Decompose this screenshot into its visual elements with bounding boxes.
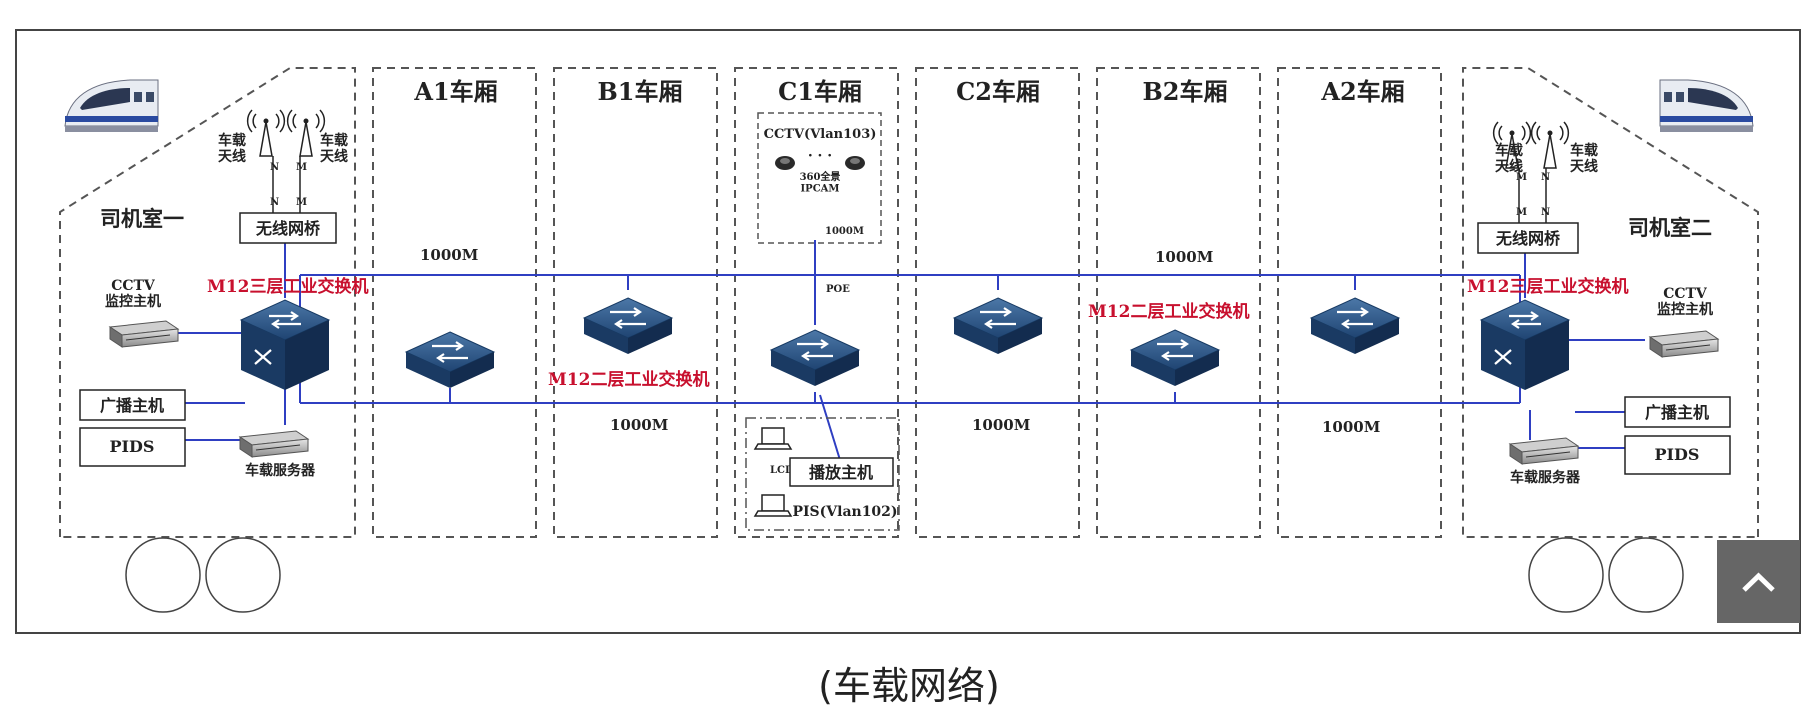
port-label: M <box>296 197 307 208</box>
train-outline <box>15 29 1801 634</box>
onboard-server-right <box>1509 437 1579 465</box>
cctv-vlan-label: CCTV(Vlan103) <box>764 127 877 142</box>
speed-label: 1000M <box>420 246 478 264</box>
pids-right <box>1624 435 1731 475</box>
l2-switch-c2 <box>952 296 1044 356</box>
wheel-icon <box>125 537 201 613</box>
cctv-group-box <box>757 112 882 244</box>
playback-host-label: 播放主机 <box>809 463 873 482</box>
wireless-bridge-right <box>1477 222 1579 254</box>
pis-group-box <box>745 417 900 531</box>
port-label: N <box>270 197 279 208</box>
antenna-icon <box>246 109 286 157</box>
wheel-icon <box>1608 537 1684 613</box>
cab-label-left: 司机室一 <box>100 206 184 231</box>
car-box-c2 <box>915 67 1080 538</box>
speed-label: 1000M <box>1155 248 1213 266</box>
car-box-c1 <box>734 67 899 538</box>
speed-label: 1000M <box>972 416 1030 434</box>
broadcast-host-left <box>79 389 186 421</box>
camera-icon <box>775 156 795 170</box>
port-label: M <box>296 162 307 173</box>
laptop-icon <box>754 427 792 450</box>
car-label-b2: B2车厢 <box>1143 77 1228 106</box>
l2-switch-b1 <box>582 296 674 356</box>
wheel-icon <box>205 537 281 613</box>
car-box-a2 <box>1277 67 1442 538</box>
antenna-label: 车载天线 <box>320 132 348 165</box>
laptop-icon <box>754 494 792 517</box>
car-label-a1: A1车厢 <box>413 77 497 106</box>
antenna-label: 车载天线 <box>1495 142 1523 175</box>
l3-switch-label-left: M12三层工业交换机 <box>207 276 368 297</box>
train-icon-right <box>1659 79 1754 133</box>
chevron-up-icon <box>1742 572 1775 592</box>
camera-icon <box>845 156 865 170</box>
left-cab-outline <box>59 67 356 538</box>
pids-label: PIDS <box>1655 445 1700 464</box>
wheel-icon <box>1528 537 1604 613</box>
car-label-a2: A2车厢 <box>1320 77 1404 106</box>
lcd-label: LCD <box>770 465 794 476</box>
onboard-server-label: 车载服务器 <box>245 462 316 479</box>
car-box-b2 <box>1096 67 1261 538</box>
port-label: M <box>1516 207 1527 218</box>
broadcast-host-right <box>1624 396 1731 428</box>
antenna-icon <box>286 109 326 157</box>
right-cab-outline <box>1462 67 1759 538</box>
l2-switch-label: M12二层工业交换机 <box>1088 301 1249 322</box>
pis-vlan-label: PIS(Vlan102) <box>792 504 897 520</box>
onboard-server-left <box>239 430 309 458</box>
camera-dots: · · · <box>808 148 832 164</box>
car-box-a1 <box>372 67 537 538</box>
l3-switch-right <box>1479 298 1571 392</box>
antenna-icon <box>1530 121 1570 169</box>
wireless-bridge-label: 无线网桥 <box>1495 229 1561 248</box>
cab-label-right: 司机室二 <box>1628 215 1712 240</box>
wireless-bridge-label: 无线网桥 <box>255 219 321 238</box>
antenna-label: 车载天线 <box>1570 142 1598 175</box>
car-box-b1 <box>553 67 718 538</box>
poe-label: POE <box>826 284 850 295</box>
speed-label: 1000M <box>1322 418 1380 436</box>
scroll-to-top-button[interactable] <box>1717 540 1800 623</box>
wireless-bridge-left <box>239 212 337 244</box>
l3-switch-left <box>239 298 331 392</box>
pids-left <box>79 427 186 467</box>
broadcast-host-label: 广播主机 <box>100 396 164 415</box>
cctv-host-right <box>1649 330 1719 358</box>
car-label-c1: C1车厢 <box>778 77 862 106</box>
playback-host <box>789 457 894 487</box>
car-label-b1: B1车厢 <box>598 77 683 106</box>
figure-caption: (车载网络) <box>818 664 1000 708</box>
broadcast-host-label: 广播主机 <box>1645 403 1709 422</box>
l2-switch-a1 <box>404 330 496 390</box>
speed-label-small: 1000M <box>825 226 864 237</box>
antenna-label: 车载天线 <box>218 132 246 165</box>
car-label-c2: C2车厢 <box>956 77 1040 106</box>
port-label: M <box>1516 172 1527 183</box>
onboard-server-label: 车载服务器 <box>1510 469 1581 486</box>
pids-label: PIDS <box>110 437 155 456</box>
port-label: N <box>270 162 279 173</box>
ring-links <box>175 240 1645 461</box>
l2-switch-label: M12二层工业交换机 <box>548 369 709 390</box>
l2-switch-c1 <box>769 328 861 388</box>
l2-switch-a2 <box>1309 296 1401 356</box>
speed-label: 1000M <box>610 416 668 434</box>
train-icon-left <box>64 79 159 133</box>
l2-switch-b2 <box>1129 328 1221 388</box>
cctv-host-left <box>109 320 179 348</box>
l3-switch-label-right: M12三层工业交换机 <box>1467 276 1628 297</box>
